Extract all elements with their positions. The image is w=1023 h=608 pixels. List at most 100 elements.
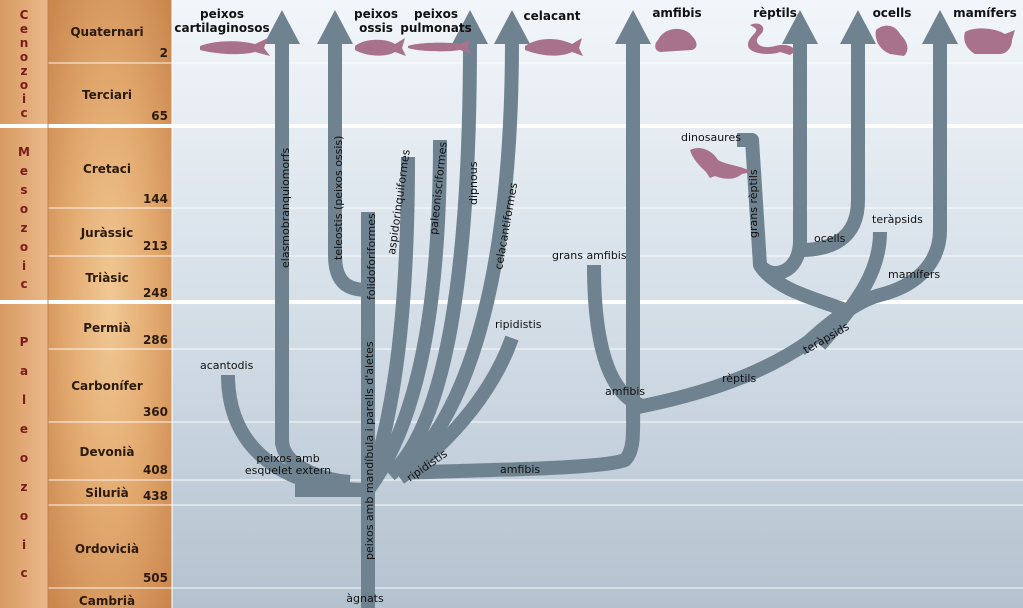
- label-acantodis: acantodis: [200, 359, 254, 372]
- fish-icon: [355, 38, 406, 56]
- age-triasic: 248: [143, 286, 168, 300]
- shark-icon: [200, 38, 270, 56]
- label-peixos-ossis-2: ossis: [359, 21, 393, 35]
- svg-text:c: c: [20, 566, 27, 580]
- branch-terapsids: [814, 231, 887, 350]
- svg-text:i: i: [22, 92, 26, 106]
- branch-labels: acantodis peixos amb esquelet extern àgn…: [200, 131, 940, 605]
- svg-text:o: o: [20, 202, 28, 216]
- label-peixos-cartilaginosos-2: cartilaginosos: [174, 21, 269, 35]
- label-grans-reptils: grans rèptils: [747, 169, 760, 238]
- period-cretaci: Cretaci: [83, 162, 131, 176]
- svg-text:o: o: [20, 50, 28, 64]
- label-peixos-ossis-1: peixos: [354, 7, 398, 21]
- age-quaternari: 2: [160, 46, 168, 60]
- label-mamifers-top: mamífers: [953, 6, 1017, 20]
- svg-text:M: M: [18, 145, 30, 159]
- svg-text:e: e: [20, 164, 28, 178]
- svg-text:a: a: [20, 364, 28, 378]
- period-triasic: Triàsic: [85, 271, 128, 285]
- snake-icon: [748, 23, 795, 55]
- age-devonia: 408: [143, 463, 168, 477]
- label-celacant: celacant: [524, 9, 581, 23]
- svg-text:z: z: [21, 480, 28, 494]
- svg-text:o: o: [20, 451, 28, 465]
- svg-text:n: n: [20, 36, 29, 50]
- period-ordovicia: Ordovicià: [75, 542, 139, 556]
- branch-amfibis-horizontal: [404, 399, 641, 480]
- age-cretaci: 144: [143, 192, 168, 206]
- label-agnats: àgnats: [346, 592, 384, 605]
- coelacanth-icon: [525, 38, 583, 56]
- label-elasmobranquiomorfs: elasmobranquiomorfs: [279, 147, 292, 268]
- label-ocells-top: ocells: [873, 6, 912, 20]
- arrow-pulmonats: [452, 10, 488, 44]
- label-peixos-pulmonats-1: peixos: [414, 7, 458, 21]
- label-amfibis-top: amfibis: [652, 6, 701, 20]
- label-ripidistis-high: ripidistis: [495, 318, 542, 331]
- dinosaur-icon: [690, 148, 752, 179]
- svg-text:e: e: [20, 22, 28, 36]
- svg-text:C: C: [20, 8, 29, 22]
- era-cenozoic: C e n o z o i c: [20, 8, 29, 120]
- svg-text:z: z: [21, 64, 28, 78]
- svg-text:o: o: [20, 509, 28, 523]
- age-permia: 286: [143, 333, 168, 347]
- period-siluria: Silurià: [85, 486, 129, 500]
- arrow-celacant: [494, 10, 530, 44]
- svg-text:e: e: [20, 422, 28, 436]
- arrow-cartilaginosos: [264, 10, 300, 44]
- branch-reptils-up: [754, 40, 807, 280]
- label-mamifers-mid: mamífers: [888, 268, 940, 281]
- svg-text:c: c: [20, 106, 27, 120]
- label-reptils-mid: rèptils: [722, 372, 756, 385]
- label-folidoforiformes: folidoforiformes: [365, 213, 378, 300]
- arrow-ocells: [840, 10, 876, 44]
- arrow-mamifers: [922, 10, 958, 44]
- period-cambria: Cambrià: [79, 594, 135, 608]
- era-paleozoic: P a l e o z o i c: [20, 335, 29, 580]
- lungfish-icon: [408, 40, 472, 54]
- svg-text:l: l: [22, 393, 26, 407]
- age-siluria: 438: [143, 489, 168, 503]
- svg-text:s: s: [20, 183, 27, 197]
- period-terciari: Terciari: [82, 88, 132, 102]
- animal-silhouettes: [200, 23, 1015, 179]
- age-ordovicia: 505: [143, 571, 168, 585]
- label-teleostis: teleostis (peixos ossis): [332, 136, 345, 260]
- arrow-reptils: [782, 10, 818, 44]
- period-permia: Permià: [83, 321, 131, 335]
- arrowheads: [264, 10, 958, 44]
- tree-branches: [221, 39, 947, 608]
- label-peixos-cartilaginosos-1: peixos: [200, 7, 244, 21]
- label-amfibis-low: amfibis: [500, 463, 540, 476]
- svg-text:z: z: [21, 221, 28, 235]
- label-reptils-top: rèptils: [753, 6, 797, 20]
- svg-text:i: i: [22, 259, 26, 273]
- branch-paleonisciformes: [362, 139, 447, 495]
- bird-icon: [875, 25, 908, 56]
- top-labels: peixos cartilaginosos peixos ossis peixo…: [174, 6, 1016, 35]
- branch-grans-amfibis: [587, 264, 643, 412]
- branch-celacantiformes: [400, 39, 519, 476]
- period-quaternari: Quaternari: [70, 25, 143, 39]
- branch-elasmo-base: [275, 439, 351, 489]
- svg-text:o: o: [20, 78, 28, 92]
- label-dipnous: dipnous: [467, 161, 480, 205]
- period-labels: Quaternari 2 Terciari 65 Cretaci 144 Jur…: [70, 25, 168, 608]
- branch-aspidorinquiformes: [361, 156, 415, 493]
- branch-ocells: [799, 40, 865, 257]
- label-amfibis-mid: amfibis: [605, 385, 645, 398]
- svg-text:o: o: [20, 240, 28, 254]
- arrow-ossis: [317, 10, 353, 44]
- label-peixos-pulmonats-2: pulmonats: [400, 21, 472, 35]
- period-jurassic: Juràssic: [80, 226, 134, 240]
- label-mandibula: peixos amb mandíbula i parells d'aletes: [363, 341, 376, 560]
- label-esquelet-2: esquelet extern: [245, 464, 331, 477]
- era-mesozoic: M e s o z o i c: [18, 145, 30, 291]
- wolf-icon: [964, 28, 1015, 54]
- branch-dipnous: [385, 39, 477, 481]
- label-grans-amfibis: grans amfibis: [552, 249, 627, 262]
- arrow-amfibis: [615, 10, 651, 44]
- period-carbonifer: Carbonífer: [71, 379, 143, 393]
